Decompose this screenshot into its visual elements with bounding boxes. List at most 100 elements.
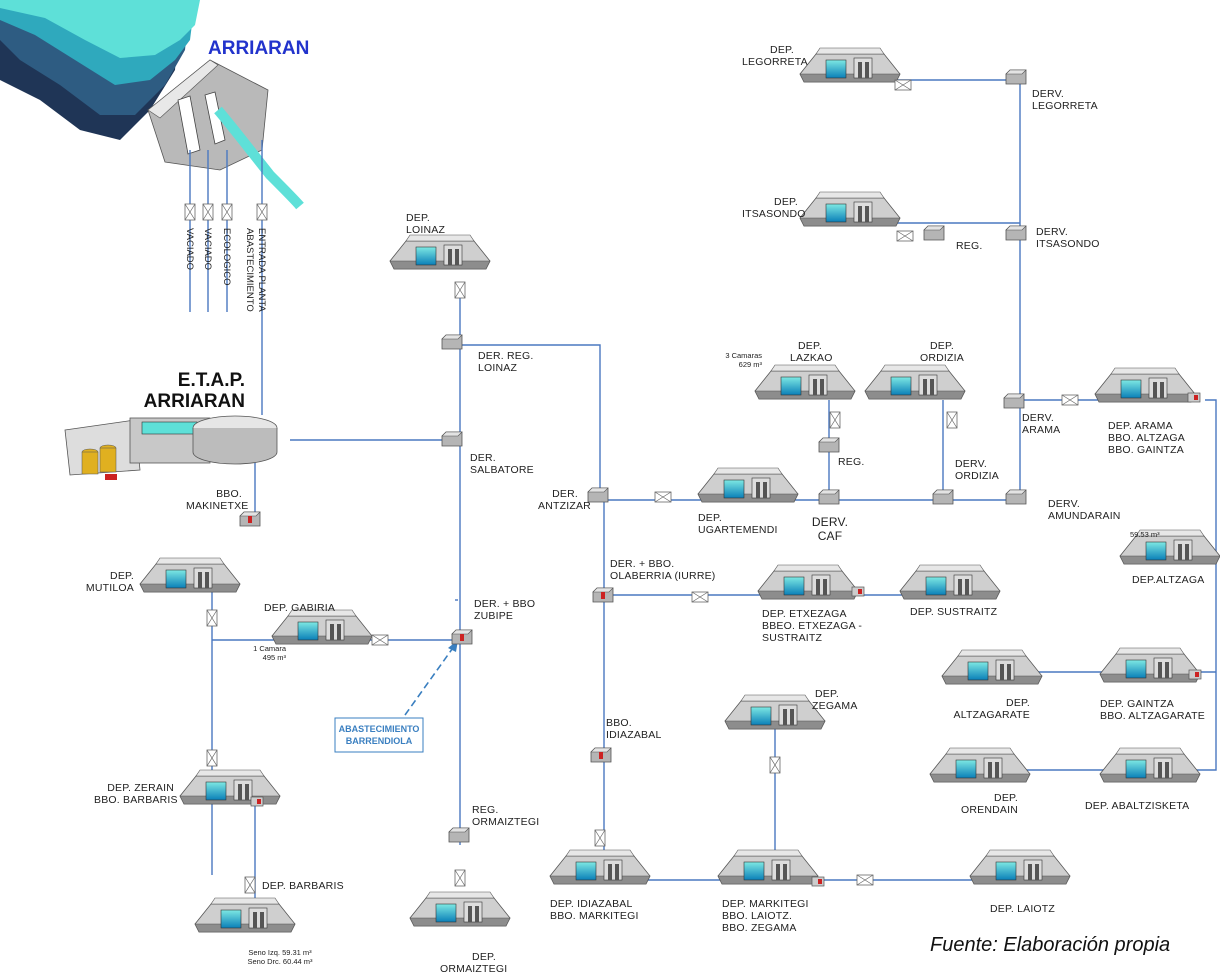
label-dep-ugartemendi: DEP.UGARTEMENDI bbox=[698, 512, 778, 536]
label-dep-laiotz: DEP. LAIOTZ bbox=[990, 903, 1056, 915]
valve-icon bbox=[454, 281, 466, 299]
deposit-icon bbox=[724, 694, 826, 730]
junction-node bbox=[818, 437, 840, 453]
valve-icon bbox=[221, 203, 233, 221]
valve-icon bbox=[202, 203, 214, 221]
junction-node bbox=[1005, 225, 1027, 241]
valve-icon bbox=[691, 591, 709, 603]
label-derv-legorreta: DERV.LEGORRETA bbox=[1032, 88, 1098, 112]
label-reg-itsasondo: REG. bbox=[956, 240, 983, 252]
deposit-icon bbox=[754, 364, 856, 400]
junction-node bbox=[1005, 69, 1027, 85]
label-dep-legorreta: DEP.LEGORRETA bbox=[742, 44, 808, 68]
deposit-icon bbox=[864, 364, 966, 400]
label-dep-barbaris: DEP. BARBARIS bbox=[262, 880, 344, 892]
deposit-icon bbox=[717, 849, 819, 885]
junction-node bbox=[1005, 489, 1027, 505]
deposit-icon bbox=[194, 897, 296, 933]
junction-node bbox=[441, 334, 463, 350]
label-dep-itsasondo: DEP.ITSASONDO bbox=[742, 196, 806, 220]
etap-line-2: ARRIARAN bbox=[143, 391, 245, 412]
label-der-antzizar: DER.ANTZIZAR bbox=[538, 488, 591, 512]
valve-icon bbox=[654, 491, 672, 503]
deposit-icon bbox=[139, 557, 241, 593]
valve-icon bbox=[894, 79, 912, 91]
junction-node bbox=[932, 489, 954, 505]
valve-icon bbox=[256, 203, 268, 221]
deposit-icon bbox=[799, 191, 901, 227]
label-dep-loinaz: DEP.LOINAZ bbox=[406, 212, 446, 236]
label-dep-abaltzisketa: DEP. ABALTZISKETA bbox=[1085, 800, 1190, 812]
label-derv-caf: DERV.CAF bbox=[811, 515, 849, 543]
label-dep-altzagarate: DEP.ALTZAGARATE bbox=[953, 697, 1030, 721]
barrendiola-arrow bbox=[404, 644, 456, 716]
dam bbox=[147, 59, 304, 210]
label-derv-ordizia: DERV.ORDIZIA bbox=[955, 458, 999, 482]
valve-icon bbox=[184, 203, 196, 221]
deposit-icon bbox=[969, 849, 1071, 885]
pump-node bbox=[592, 587, 614, 603]
valve-icon bbox=[206, 609, 218, 627]
label-der-olaberria: DER. + BBO.OLABERRIA (IURRE) bbox=[610, 558, 716, 582]
deposit-icon bbox=[389, 234, 491, 270]
deposit-icon bbox=[271, 609, 373, 645]
label-dep-orendain: DEP.ORENDAIN bbox=[960, 792, 1018, 816]
label-dep-ordizia: DEP.ORDIZIA bbox=[920, 340, 964, 364]
etap-plant bbox=[64, 415, 278, 480]
junction-node bbox=[441, 431, 463, 447]
valve-icon bbox=[946, 411, 958, 429]
barrendiola-box bbox=[334, 717, 424, 753]
pump-icon bbox=[1188, 669, 1202, 680]
label-reg-ormaiztegi: REG.ORMAIZTEGI bbox=[472, 804, 540, 828]
valve-icon bbox=[594, 829, 606, 847]
valve-icon bbox=[371, 634, 389, 646]
valve-icon bbox=[1061, 394, 1079, 406]
label-altzaga-capacity: 59.53 m³ bbox=[1130, 530, 1160, 539]
junction-node bbox=[587, 487, 609, 503]
source-caption: Fuente: Elaboración propia bbox=[930, 934, 1171, 956]
pump-node bbox=[590, 747, 612, 763]
label-dep-sustraitz: DEP. SUSTRAITZ bbox=[910, 606, 998, 618]
valve-icon bbox=[206, 749, 218, 767]
pump-icon bbox=[250, 796, 264, 807]
outlet-abastecimiento: ABASTECIMIENTO bbox=[244, 228, 255, 312]
outlet-entrada-planta: ENTRADA PLANTA bbox=[256, 228, 267, 312]
valve-icon bbox=[896, 230, 914, 242]
deposit-icon bbox=[1099, 647, 1201, 683]
label-der-reg-loinaz: DER. REG.LOINAZ bbox=[478, 350, 534, 374]
valve-icon bbox=[769, 756, 781, 774]
valve-icon bbox=[454, 869, 466, 887]
deposit-icon bbox=[941, 649, 1043, 685]
outlet-vaciado-2: VACIADO bbox=[202, 228, 213, 271]
junction-node bbox=[923, 225, 945, 241]
label-dep-lazkao: DEP.LAZKAO bbox=[790, 340, 833, 364]
junction-node bbox=[448, 827, 470, 843]
pump-icon bbox=[811, 876, 825, 887]
junction-node bbox=[1003, 393, 1025, 409]
outlet-ecologico: ECOLOGICO bbox=[221, 228, 232, 286]
label-reg-lazkao: REG. bbox=[838, 456, 865, 468]
deposit-icon bbox=[179, 769, 281, 805]
valve-icon bbox=[856, 874, 874, 886]
deposit-icon bbox=[409, 891, 511, 927]
deposit-icon bbox=[549, 849, 651, 885]
label-dep-ormaiztegi: DEP.ORMAIZTEGI bbox=[440, 951, 508, 975]
junction-node bbox=[818, 489, 840, 505]
label-derv-itsasondo: DERV.ITSASONDO bbox=[1036, 226, 1100, 250]
deposit-icon bbox=[757, 564, 859, 600]
deposit-icon bbox=[899, 564, 1001, 600]
pump-icon bbox=[851, 586, 865, 597]
deposit-icon bbox=[929, 747, 1031, 783]
deposit-icon bbox=[1099, 747, 1201, 783]
label-derv-arama: DERV.ARAMA bbox=[1022, 412, 1061, 436]
